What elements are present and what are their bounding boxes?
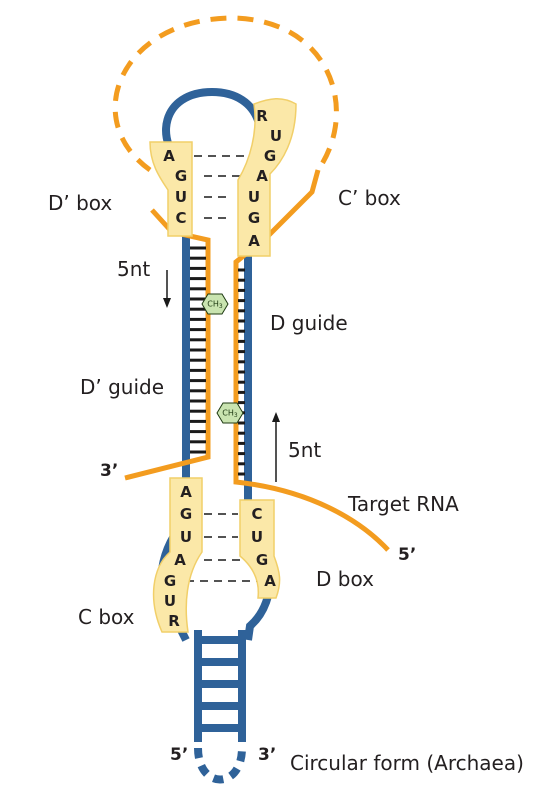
- nt: A: [248, 232, 260, 250]
- three-prime-end-left: 3’: [100, 461, 118, 481]
- nt: A: [256, 167, 268, 185]
- nt: G: [256, 551, 268, 569]
- c-box-shape: [152, 477, 203, 633]
- target-rna-dashed-loop: [112, 15, 339, 173]
- three-prime-end-bottom: 3’: [258, 745, 276, 765]
- bottom-stem-rungs: [198, 636, 242, 732]
- nt: R: [168, 612, 180, 630]
- nt: U: [251, 528, 263, 546]
- nt: U: [175, 188, 187, 206]
- nt: U: [270, 127, 282, 145]
- ch3-label: CH3: [222, 409, 238, 419]
- methyl-group-left: CH3: [201, 293, 229, 315]
- d-guide-label: D guide: [270, 311, 348, 335]
- nt: G: [180, 505, 192, 523]
- c-box-label: C box: [78, 605, 135, 629]
- c-box-sequence: A G U A G U R: [164, 483, 192, 630]
- d-prime-box-label: D’ box: [48, 191, 112, 215]
- nt: A: [174, 551, 186, 569]
- nt: G: [264, 147, 276, 165]
- methyl-group-right: CH3: [216, 402, 244, 424]
- five-nt-up-arrow: [272, 412, 280, 482]
- c-prime-box-label: C’ box: [338, 186, 401, 210]
- nt: C: [251, 505, 262, 523]
- nt: C: [175, 209, 186, 227]
- d-prime-box-sequence: A G U C: [163, 147, 187, 227]
- right-duplex-rungs: [238, 268, 245, 476]
- target-rna-left-strand: [124, 208, 211, 481]
- box-pairing-dashes: [186, 155, 258, 582]
- nt: A: [180, 483, 192, 501]
- circular-form-dashed-loop: [194, 747, 246, 784]
- nt: A: [163, 147, 175, 165]
- five-prime-end-target: 5’: [398, 545, 416, 565]
- five-nt-down-arrow: [163, 270, 171, 308]
- c-prime-box-sequence: R U G A U G A: [248, 107, 282, 250]
- nt: U: [180, 528, 192, 546]
- target-rna-label: Target RNA: [347, 492, 459, 516]
- d-box-shape: [239, 499, 281, 599]
- c-prime-box-shape: [237, 98, 297, 257]
- five-nt-left-label: 5nt: [117, 257, 150, 281]
- left-duplex-rungs: [190, 246, 206, 454]
- five-nt-right-label: 5nt: [288, 438, 321, 462]
- d-prime-guide-label: D’ guide: [80, 375, 164, 399]
- nt: R: [256, 107, 268, 125]
- d-prime-box-shape: [149, 141, 193, 237]
- ch3-label: CH3: [207, 300, 223, 310]
- d-box-label: D box: [316, 567, 374, 591]
- nt: U: [164, 592, 176, 610]
- nt: U: [248, 188, 260, 206]
- five-prime-end-bottom: 5’: [170, 745, 188, 765]
- target-rna-right-strand: [233, 169, 390, 552]
- circular-form-label: Circular form (Archaea): [290, 751, 524, 775]
- d-box-sequence: C U G A: [251, 505, 276, 590]
- nt: G: [175, 167, 187, 185]
- nt: A: [264, 572, 276, 590]
- nt: G: [248, 209, 260, 227]
- nt: G: [164, 572, 176, 590]
